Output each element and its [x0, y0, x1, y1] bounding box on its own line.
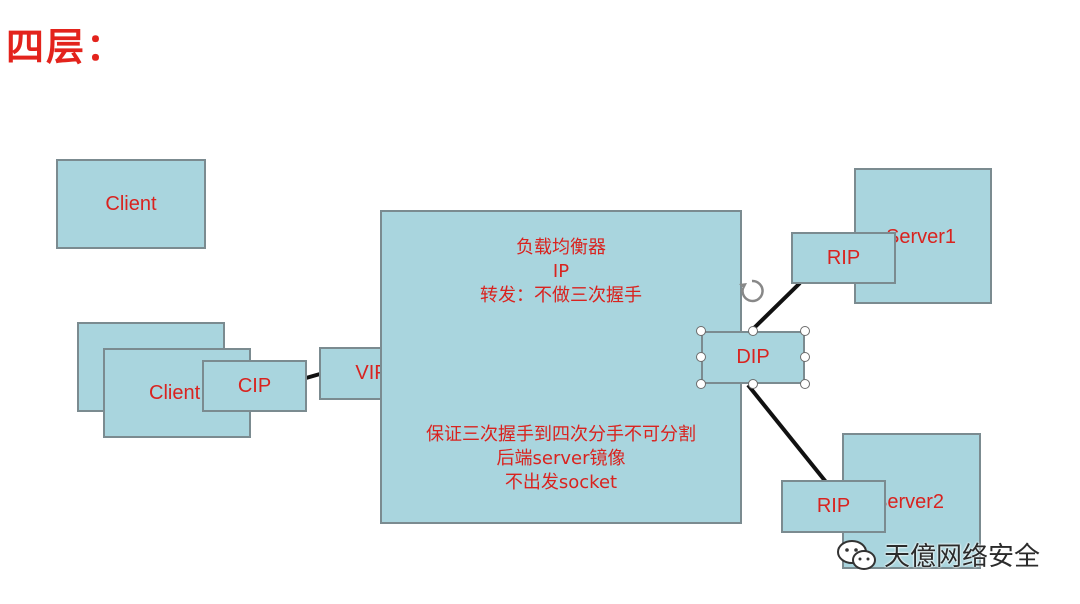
- dip-label: DIP: [736, 346, 770, 368]
- resize-handle-e[interactable]: [800, 352, 810, 362]
- cip-vip-connector: [305, 372, 321, 380]
- resize-handle-w[interactable]: [696, 352, 706, 362]
- dip-rip1-connector: [750, 281, 802, 332]
- server1-label: Server1: [886, 226, 957, 248]
- rip2-box: RIP: [781, 480, 886, 533]
- cip-label: CIP: [237, 374, 272, 397]
- load-balancer-text-top: 负载均衡器 IP 转发：不做三次握手: [380, 236, 742, 308]
- lb-line-mirror: 后端server镜像: [496, 448, 626, 469]
- page-title: 四层：: [6, 24, 127, 69]
- resize-handle-se[interactable]: [800, 379, 810, 389]
- client-box: Client: [56, 159, 206, 249]
- resize-handle-nw[interactable]: [696, 326, 706, 336]
- resize-handle-s[interactable]: [748, 379, 758, 389]
- lb-line-socket: 不出发socket: [504, 472, 618, 493]
- resize-handle-sw[interactable]: [696, 379, 706, 389]
- resize-handle-n[interactable]: [748, 326, 758, 336]
- dip-box[interactable]: DIP: [701, 331, 805, 384]
- client-label: Client: [105, 192, 157, 215]
- load-balancer-box: [380, 210, 742, 524]
- lb-line-name: 负载均衡器: [516, 237, 606, 258]
- lb-line-handshake: 保证三次握手到四次分手不可分割: [426, 424, 696, 445]
- rip2-label: RIP: [816, 495, 851, 517]
- client-stack-label: Client: [149, 381, 201, 404]
- cip-box: CIP: [202, 360, 307, 412]
- rip1-label: RIP: [826, 246, 861, 269]
- dip-rip2-connector: [746, 383, 828, 484]
- rip1-box: RIP: [791, 232, 896, 284]
- vip-label: VIP: [355, 362, 388, 384]
- load-balancer-text-bottom: 保证三次握手到四次分手不可分割 后端server镜像 不出发socket: [380, 423, 742, 495]
- resize-handle-ne[interactable]: [800, 326, 810, 336]
- server2-label: Server2: [874, 491, 945, 513]
- watermark: 天億网络安全: [836, 536, 1040, 573]
- watermark-text: 天億网络安全: [884, 542, 1041, 572]
- lb-line-ip: IP: [552, 261, 570, 282]
- lb-line-forward: 转发：不做三次握手: [480, 285, 642, 306]
- rotate-handle-icon[interactable]: [735, 275, 769, 309]
- wechat-icon: [837, 539, 876, 570]
